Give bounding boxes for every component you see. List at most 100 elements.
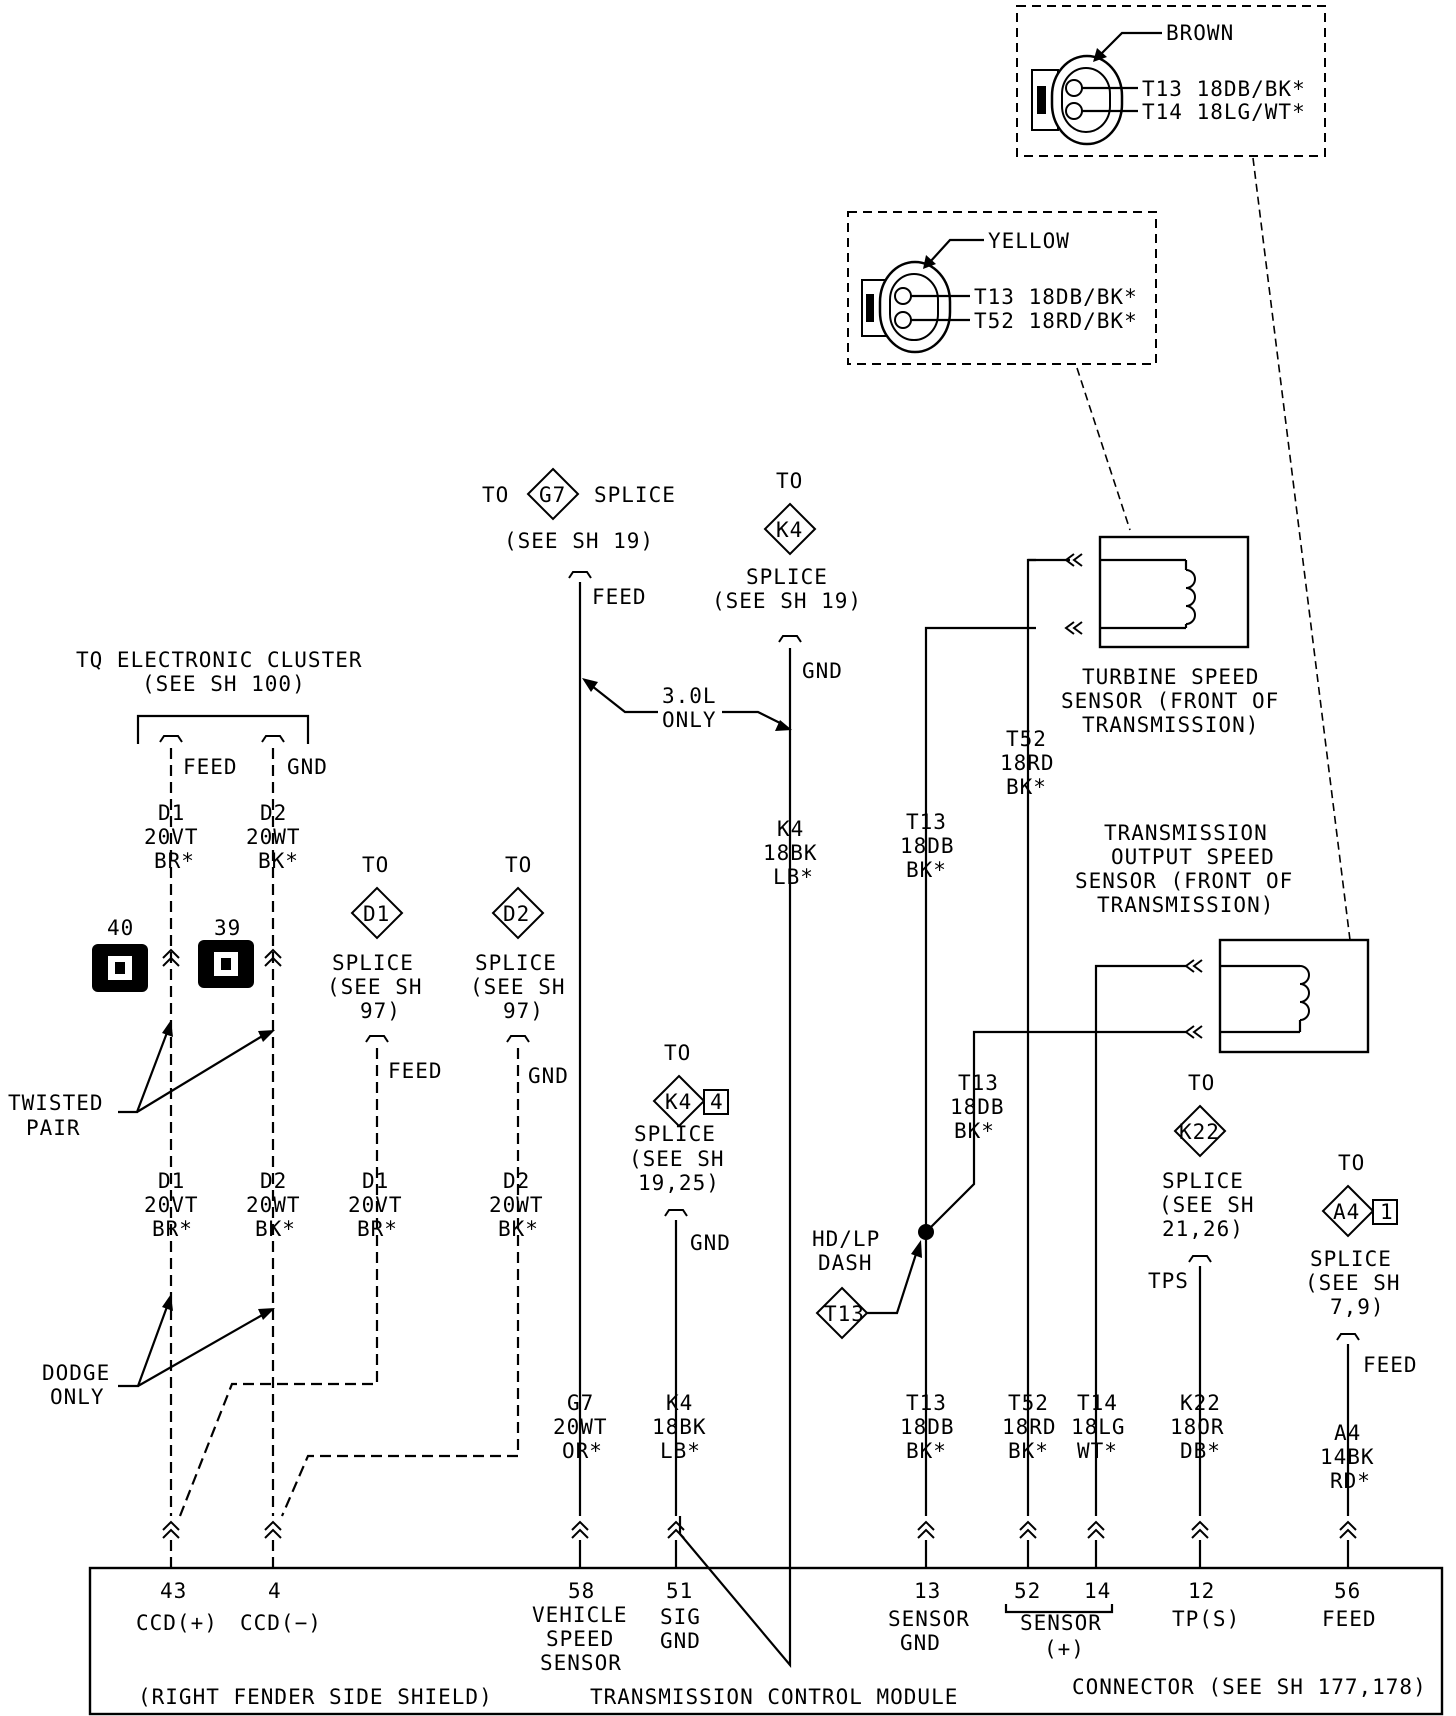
svg-text:BK*: BK*: [906, 1439, 947, 1463]
svg-text:TO: TO: [505, 853, 532, 877]
svg-text:D1: D1: [363, 902, 390, 926]
brown-label: BROWN: [1166, 21, 1234, 45]
brown-inset-leader: [1252, 157, 1351, 941]
hdlp-dash-callout: HD/LP DASH T13: [812, 1227, 922, 1340]
wire-label-t52-c: T52 18RD BK*: [1002, 1391, 1056, 1463]
wire-label-k4-lower: K4 18BK LB*: [652, 1391, 707, 1463]
tcm-footer-left: (RIGHT FENDER SIDE SHIELD): [138, 1685, 493, 1709]
yellow-inset-leader: [1076, 367, 1131, 531]
cluster-gnd: GND: [287, 755, 328, 779]
wire-label-d2-upper: D2 20WT BK*: [246, 801, 301, 873]
pin-12: 12: [1188, 1579, 1215, 1603]
svg-text:BR*: BR*: [357, 1217, 398, 1241]
svg-text:DODGE: DODGE: [42, 1361, 110, 1385]
svg-text:A4: A4: [1333, 1200, 1360, 1224]
svg-text:18LG: 18LG: [1071, 1415, 1126, 1439]
wire-label-t13-c: T13 18DB BK*: [900, 1391, 954, 1463]
svg-text:GND: GND: [802, 659, 843, 683]
svg-text:18DB: 18DB: [950, 1095, 1005, 1119]
svg-text:39: 39: [214, 916, 241, 940]
pin-13-l1: SENSOR: [888, 1607, 970, 1631]
output-label-4: TRANSMISSION): [1097, 893, 1274, 917]
svg-text:DASH: DASH: [818, 1251, 873, 1275]
svg-text:97): 97): [360, 999, 401, 1023]
svg-text:BK*: BK*: [255, 1217, 296, 1241]
svg-text:K4: K4: [777, 817, 804, 841]
cluster-ref: (SEE SH 100): [142, 672, 306, 696]
svg-text:(SEE SH: (SEE SH: [470, 975, 566, 999]
svg-text:D2: D2: [260, 1169, 287, 1193]
svg-text:18BK: 18BK: [763, 841, 818, 865]
pin-51: 51: [666, 1579, 693, 1603]
pin-43-label: CCD(+): [136, 1611, 218, 1635]
svg-text:20WT: 20WT: [489, 1193, 544, 1217]
svg-text:20WT: 20WT: [246, 825, 301, 849]
svg-text:K4: K4: [776, 518, 803, 542]
svg-text:T13: T13: [906, 1391, 947, 1415]
wire-label-g7: G7 20WT OR*: [553, 1391, 607, 1463]
svg-text:BR*: BR*: [152, 1217, 193, 1241]
transmission-control-module: 43 CCD(+) 4 CCD(−) 58 VEHICLE SPEED SENS…: [88, 1566, 1444, 1716]
svg-text:18DB: 18DB: [900, 834, 955, 858]
svg-text:T52: T52: [1006, 727, 1047, 751]
svg-text:LB*: LB*: [773, 865, 814, 889]
wire-label-d2-splice: D2 20WT BK*: [489, 1169, 544, 1241]
twisted-pair-callout: TWISTED PAIR: [8, 1020, 275, 1140]
svg-text:SPLICE: SPLICE: [475, 951, 557, 975]
yellow-label: YELLOW: [988, 229, 1070, 253]
svg-text:(SEE SH: (SEE SH: [327, 975, 423, 999]
yellow-pin1: T13 18DB/BK*: [974, 285, 1138, 309]
svg-text:K4: K4: [666, 1391, 693, 1415]
svg-text:T52: T52: [1008, 1391, 1049, 1415]
svg-text:GND: GND: [690, 1231, 731, 1255]
svg-text:20VT: 20VT: [348, 1193, 403, 1217]
svg-text:DB*: DB*: [1180, 1439, 1221, 1463]
pin-4-label: CCD(−): [240, 1611, 322, 1635]
brown-connector-inset: BROWN T13 18DB/BK* T14 18LG/WT*: [1016, 5, 1326, 157]
svg-text:4: 4: [710, 1090, 724, 1114]
wire-d1-splice: [178, 1048, 379, 1517]
d2-splice: TO D2 SPLICE (SEE SH 97) GND: [470, 853, 569, 1088]
svg-text:D2: D2: [260, 801, 287, 825]
sensor-plus-bracket: [1004, 1604, 1114, 1614]
svg-text:TO: TO: [362, 853, 389, 877]
svg-text:G7: G7: [539, 483, 566, 507]
pin-58: 58: [568, 1579, 595, 1603]
svg-text:T13: T13: [958, 1071, 999, 1095]
svg-text:20WT: 20WT: [246, 1193, 301, 1217]
svg-text:LB*: LB*: [660, 1439, 701, 1463]
tcm-footer-mid: TRANSMISSION CONTROL MODULE: [590, 1685, 958, 1709]
wire-label-d2-lower: D2 20WT BK*: [246, 1169, 301, 1241]
svg-text:BK*: BK*: [1006, 775, 1047, 799]
three-liter-only-callout: 3.0L ONLY: [582, 678, 792, 732]
tcm-jacks: [162, 1521, 1357, 1539]
svg-text:ONLY: ONLY: [662, 708, 717, 732]
yellow-connector-inset: YELLOW T13 18DB/BK* T52 18RD/BK*: [847, 211, 1157, 365]
svg-text:GND: GND: [528, 1064, 569, 1088]
connector-40: 40: [92, 916, 148, 992]
svg-text:D1: D1: [158, 1169, 185, 1193]
wire-d2-splice: [280, 1048, 520, 1517]
k22-splice: TO K22 SPLICE (SEE SH 21,26) TPS: [1148, 1071, 1254, 1293]
svg-text:D1: D1: [362, 1169, 389, 1193]
svg-text:BK*: BK*: [258, 849, 299, 873]
wire-t13-turbine: [924, 626, 1036, 1516]
yellow-pin2: T52 18RD/BK*: [974, 309, 1138, 333]
pin-43: 43: [160, 1579, 187, 1603]
svg-text:FEED: FEED: [1363, 1353, 1418, 1377]
svg-text:ONLY: ONLY: [50, 1385, 105, 1409]
pin-56-label: FEED: [1322, 1607, 1377, 1631]
svg-text:18BK: 18BK: [652, 1415, 707, 1439]
electronic-cluster: TQ ELECTRONIC CLUSTER (SEE SH 100) FEED …: [76, 648, 362, 779]
svg-text:K4: K4: [665, 1090, 692, 1114]
svg-text:19,25): 19,25): [638, 1171, 720, 1195]
svg-text:18RD: 18RD: [1000, 751, 1055, 775]
svg-text:(SEE SH: (SEE SH: [1305, 1271, 1401, 1295]
pin-56: 56: [1334, 1579, 1361, 1603]
pin-51-l2: GND: [660, 1629, 701, 1653]
pin-4: 4: [268, 1579, 282, 1603]
brown-pin1: T13 18DB/BK*: [1142, 77, 1306, 101]
pin-52: 52: [1014, 1579, 1041, 1603]
wire-label-d1-splice: D1 20VT BR*: [348, 1169, 403, 1241]
cluster-feed: FEED: [183, 755, 238, 779]
